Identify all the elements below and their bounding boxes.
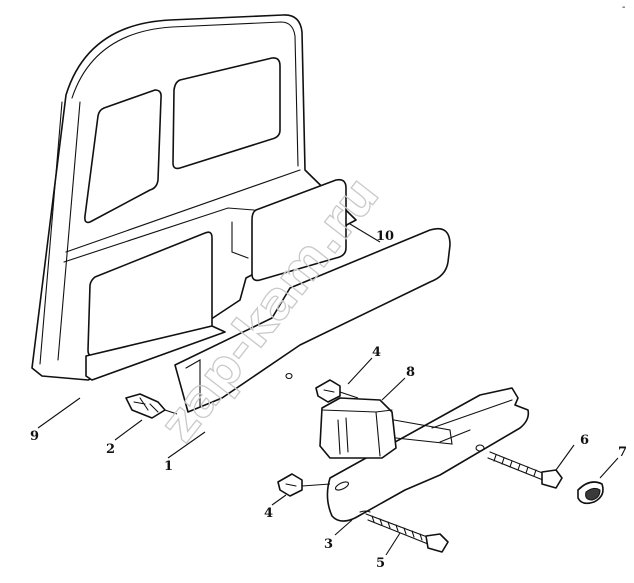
mounting-bracket — [326, 387, 530, 522]
mount-hole — [285, 372, 293, 380]
panel-10 — [251, 178, 347, 282]
callout-2: 2 — [106, 442, 115, 457]
rubber-block — [319, 397, 453, 459]
bracket-nut-upper — [315, 379, 359, 403]
cab-panel — [31, 14, 357, 381]
bracket-nut-lower — [277, 473, 331, 497]
callout-10: 10 — [376, 229, 394, 244]
cab-window-right — [172, 57, 281, 170]
callout-9: 9 — [30, 429, 39, 444]
bolt-long — [365, 513, 449, 553]
mud-guard — [174, 227, 451, 413]
clip-part — [125, 393, 178, 419]
callout-5: 5 — [376, 556, 385, 571]
callout-4-upper: 4 — [372, 345, 381, 360]
bolt-cap — [577, 481, 604, 505]
callout-6: 6 — [580, 433, 589, 448]
callout-3: 3 — [324, 537, 333, 552]
callout-4-lower: 4 — [264, 506, 273, 521]
corner-mark: - — [622, 2, 625, 13]
callout-labels: 1 2 3 4 4 5 6 7 8 9 10 — [30, 229, 627, 571]
bolt-short — [487, 451, 563, 489]
cab-window-left — [84, 89, 162, 224]
callout-1: 1 — [164, 459, 173, 474]
callout-7: 7 — [618, 445, 627, 460]
callout-8: 8 — [406, 365, 415, 380]
leader-lines — [37, 223, 619, 556]
bracket-hole — [475, 444, 485, 452]
